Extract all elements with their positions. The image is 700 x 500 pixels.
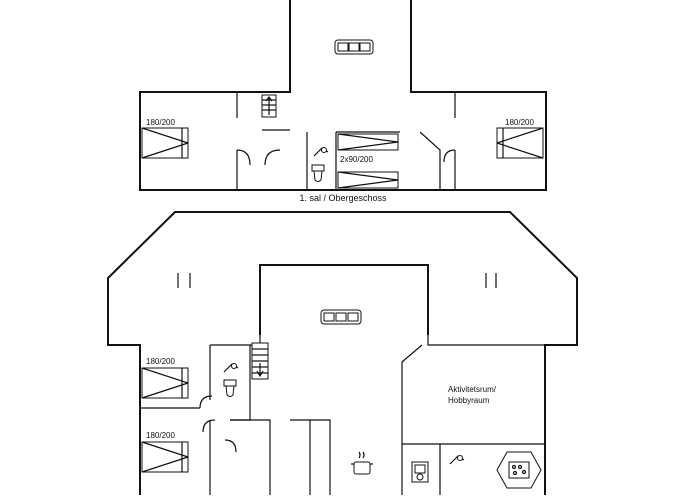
shower-icon: [223, 363, 239, 373]
window-mark: [485, 273, 497, 288]
upper-floor: 180/200 180/200 2x90/200: [139, 0, 547, 203]
upper-bed-right-label: 180/200: [505, 118, 534, 127]
stairs-icon: [251, 342, 269, 380]
upper-door-swing-1: [236, 149, 251, 166]
toilet-icon: [311, 164, 325, 182]
bed-icon: [141, 127, 189, 159]
upper-bed-left-label: 180/200: [146, 118, 175, 127]
upper-door-swing-3: [264, 149, 281, 166]
washing-machine-icon: [411, 461, 429, 483]
sofa-icon: [320, 309, 362, 325]
shower-icon: [313, 147, 329, 157]
bed-icon: [337, 133, 399, 151]
sauna-icon: [496, 451, 542, 489]
upper-angled-wall: [419, 131, 441, 190]
ground-floor: 180/200 180/200 Aktivitetsrum/ Hobbyraum: [107, 211, 578, 495]
stove-icon: [351, 451, 373, 475]
ground-door-swing: [401, 344, 423, 363]
window-mark: [177, 273, 191, 288]
bed-icon: [141, 367, 189, 399]
ground-door-swing: [199, 395, 213, 409]
ground-bed-bottom-label: 180/200: [146, 431, 175, 440]
ground-bed-top-label: 180/200: [146, 357, 175, 366]
bed-icon: [337, 171, 399, 189]
ground-inner-notch: [259, 264, 429, 335]
stairs-icon: [261, 94, 277, 118]
bed-icon: [496, 127, 544, 159]
upper-bunk-label: 2x90/200: [340, 155, 373, 164]
upper-door-swing-2: [443, 149, 456, 163]
activity-room-label-line1: Aktivitetsrum/: [448, 385, 497, 394]
upper-outer-wall: [139, 0, 547, 191]
ground-door-swing: [202, 419, 216, 433]
ground-right-partition: [427, 335, 545, 346]
toilet-icon: [223, 379, 237, 397]
ground-door-swing: [224, 439, 237, 453]
shower-icon: [449, 455, 465, 465]
ground-utility-wall: [401, 362, 545, 495]
ground-hall-wall: [230, 419, 271, 495]
bed-icon: [141, 441, 189, 473]
ground-outer-wall: [107, 211, 578, 495]
activity-room-label-line2: Hobbyraum: [448, 396, 490, 405]
upper-floor-caption: 1. sal / Obergeschoss: [299, 193, 387, 203]
sofa-icon: [334, 39, 374, 55]
